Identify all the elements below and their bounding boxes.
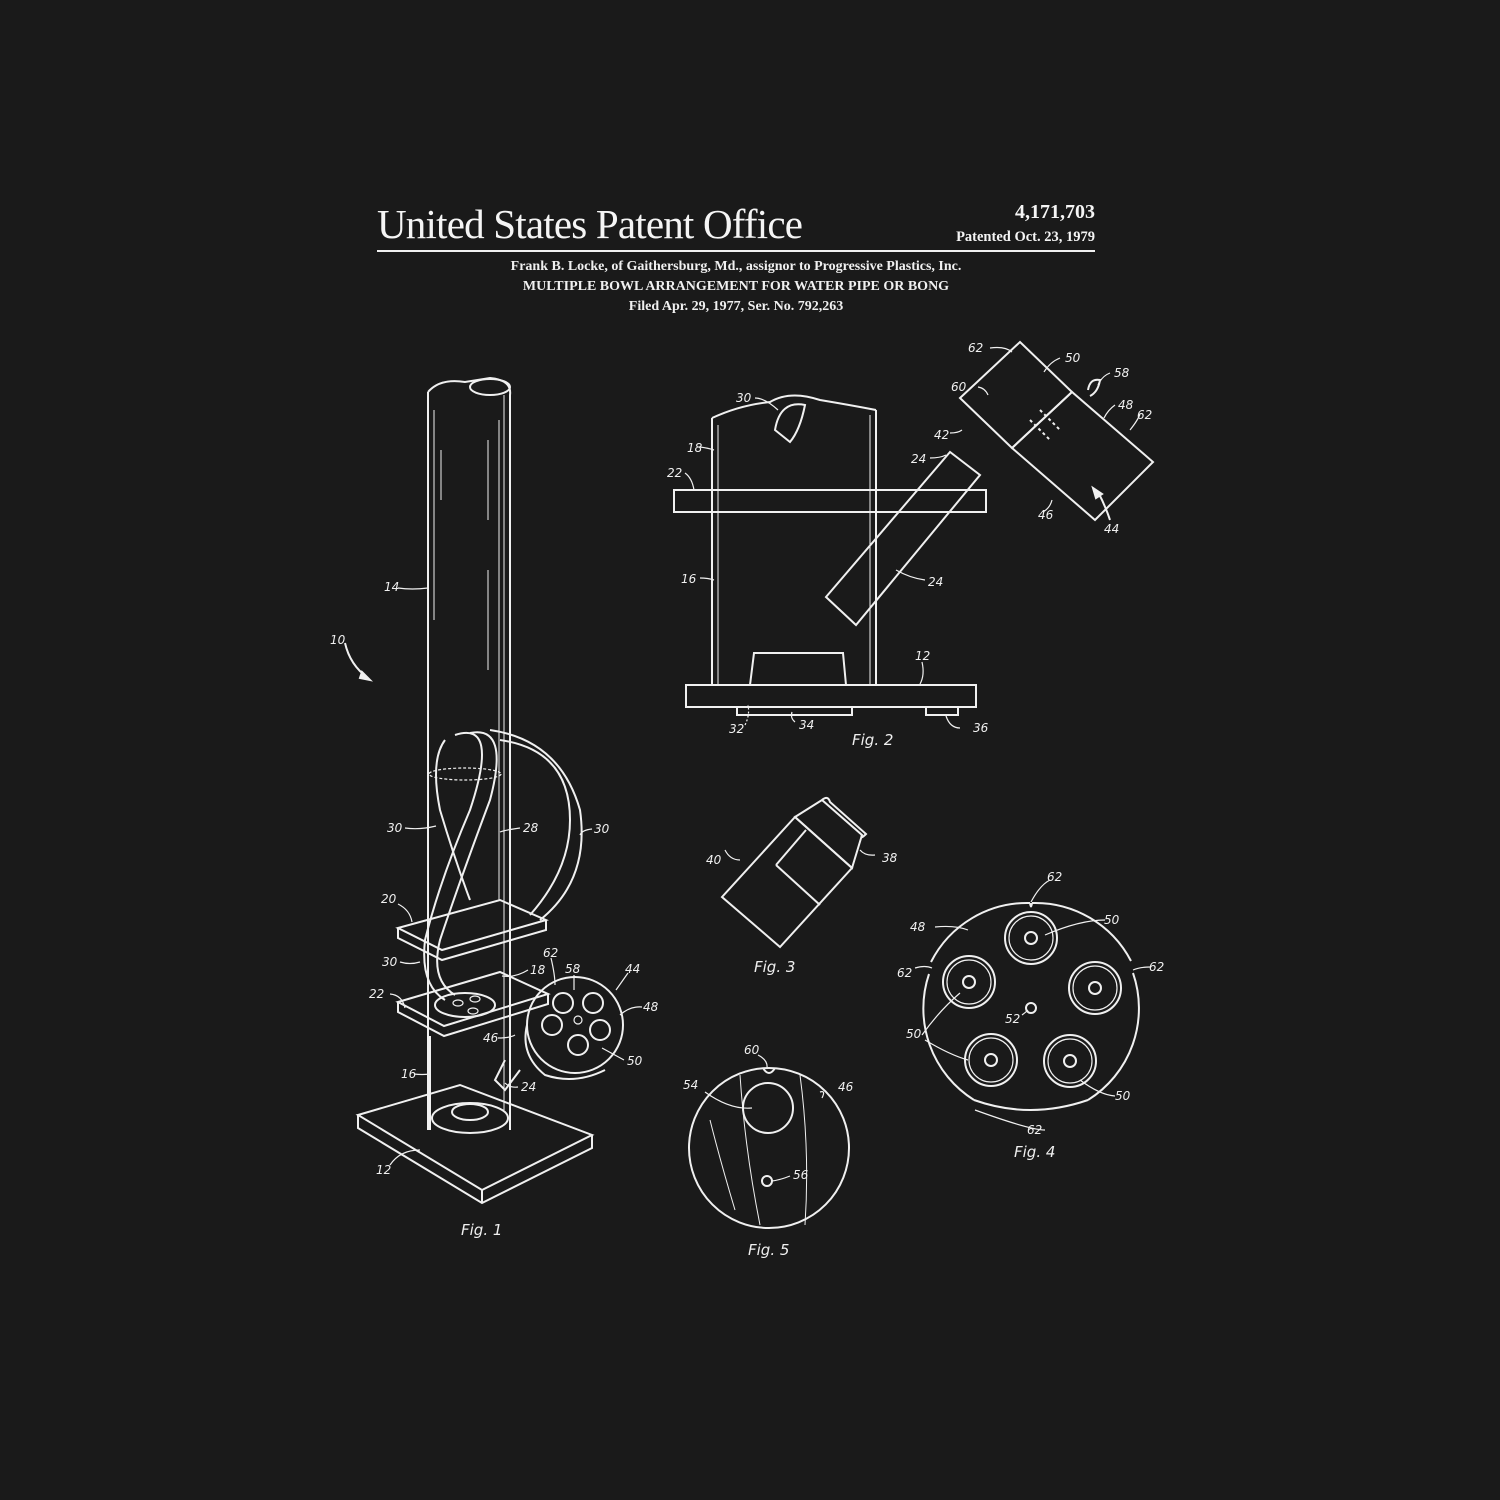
ref-label: 46: [483, 1031, 499, 1045]
invention-title: MULTIPLE BOWL ARRANGEMENT FOR WATER PIPE…: [522, 279, 950, 294]
ref-label: 50: [906, 1027, 922, 1041]
ref-label: 50: [627, 1054, 643, 1068]
ref-label: 30: [594, 822, 610, 836]
ref-label: 50: [1065, 351, 1081, 365]
ref-label: 62: [1047, 870, 1063, 884]
ref-label: 46: [1038, 508, 1054, 522]
ref-label: 40: [706, 853, 722, 867]
fig1-bong-drawing: [344, 376, 643, 1205]
ref-label: 60: [744, 1043, 760, 1057]
figure-caption-fig4: Fig. 4: [1014, 1143, 1056, 1161]
ref-label: 62: [897, 966, 913, 980]
ref-label: 10: [330, 633, 346, 647]
ref-label: 16: [401, 1067, 417, 1081]
ref-label: 32: [729, 722, 745, 736]
ref-label: 48: [1118, 398, 1134, 412]
ref-label: 12: [915, 649, 931, 663]
ref-label: 60: [951, 380, 967, 394]
ref-label: 44: [625, 962, 641, 976]
ref-label: 34: [799, 718, 815, 732]
fig2-section-drawing: [673, 340, 1155, 729]
ref-label: 56: [793, 1168, 809, 1182]
ref-label: 38: [882, 851, 898, 865]
ref-label: 14: [384, 580, 400, 594]
ref-label: 30: [382, 955, 398, 969]
fig5-disc-drawing: [688, 1054, 850, 1229]
page-title: United States Patent Office: [377, 201, 803, 247]
ref-label: 24: [928, 575, 944, 589]
ref-label: 62: [968, 341, 984, 355]
ref-label: 62: [543, 946, 559, 960]
figure-caption-fig2: Fig. 2: [852, 731, 894, 749]
fig3-bowl-drawing: [720, 796, 876, 949]
ref-label: 30: [736, 391, 752, 405]
ref-label: 24: [911, 452, 927, 466]
ref-label: 20: [381, 892, 397, 906]
fig4-bowl-face-drawing: [914, 879, 1151, 1131]
ref-label: 42: [934, 428, 950, 442]
figure-caption-fig3: Fig. 3: [754, 958, 796, 976]
ref-label: 30: [387, 821, 403, 835]
inventor-line: Frank B. Locke, of Gaithersburg, Md., as…: [510, 259, 962, 274]
ref-label: 48: [643, 1000, 659, 1014]
ref-label: 28: [523, 821, 539, 835]
ref-label: 50: [1115, 1089, 1131, 1103]
ref-label: 24: [521, 1080, 537, 1094]
filed-line: Filed Apr. 29, 1977, Ser. No. 792,263: [628, 299, 844, 314]
ref-label: 44: [1104, 522, 1120, 536]
ref-label: 12: [376, 1163, 392, 1177]
patented-date: Patented Oct. 23, 1979: [956, 229, 1095, 245]
ref-label: 48: [910, 920, 926, 934]
ref-label: 22: [667, 466, 683, 480]
ref-label: 46: [838, 1080, 854, 1094]
ref-label: 58: [565, 962, 581, 976]
ref-label: 16: [681, 572, 697, 586]
ref-label: 58: [1114, 366, 1130, 380]
ref-label: 52: [1005, 1012, 1021, 1026]
ref-label: 22: [369, 987, 385, 1001]
ref-label: 18: [687, 441, 703, 455]
ref-label: 36: [973, 721, 989, 735]
ref-label: 62: [1137, 408, 1153, 422]
ref-label: 18: [530, 963, 546, 977]
ref-label: 62: [1149, 960, 1165, 974]
figure-caption-fig1: Fig. 1: [461, 1221, 503, 1239]
ref-label: 62: [1027, 1123, 1043, 1137]
patent-number: 4,171,703: [1015, 201, 1095, 223]
ref-label: 50: [1104, 913, 1120, 927]
figure-caption-fig5: Fig. 5: [748, 1241, 790, 1259]
ref-label: 54: [683, 1078, 699, 1092]
header-divider: [377, 250, 1095, 252]
